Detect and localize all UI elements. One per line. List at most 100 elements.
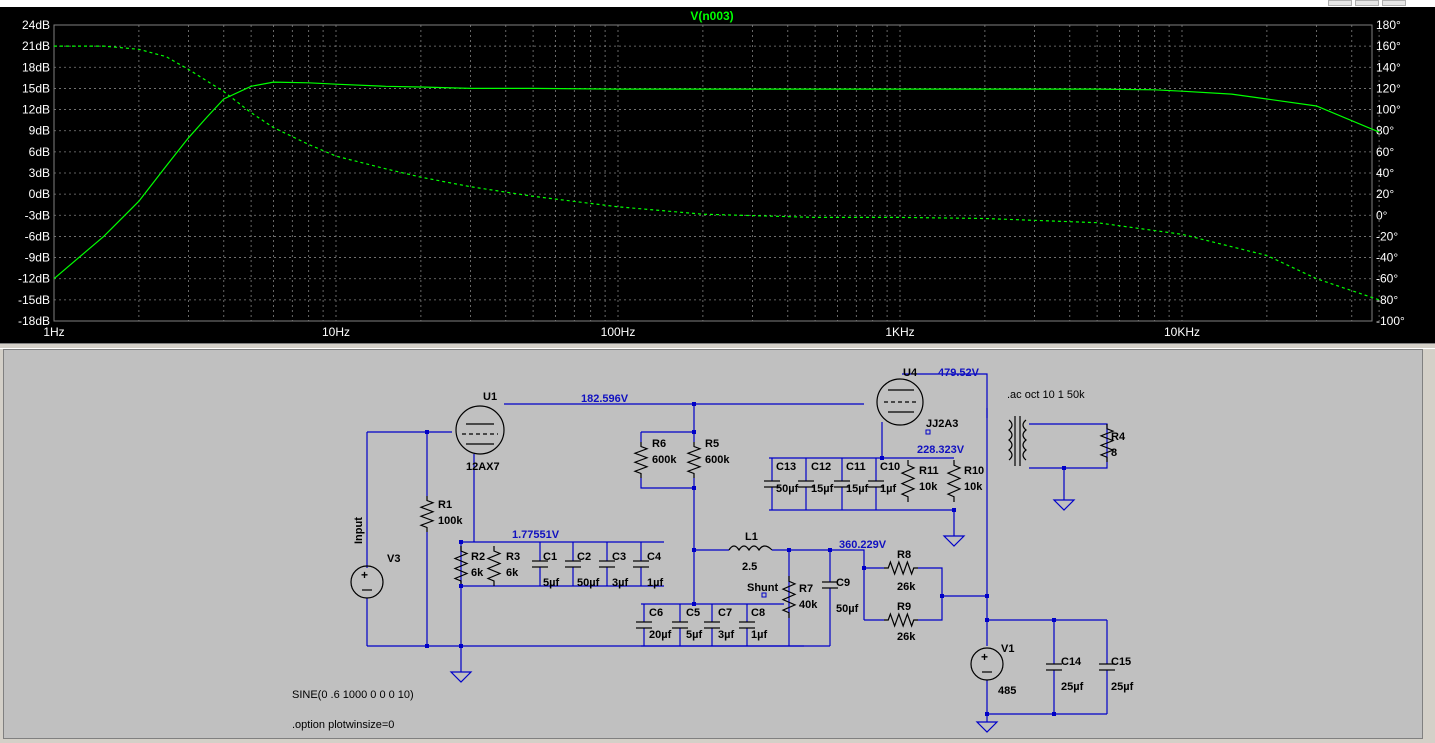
capacitor-c8-value: 1µf [751,629,767,641]
capacitor-c7-label: C7 [718,607,732,619]
inductor-l1[interactable]: L1 2.5 [728,531,773,573]
source-v1[interactable]: + V1 485 [970,643,1016,697]
right-tick-label: -20° [1376,229,1398,243]
option-directive[interactable]: .option plotwinsize=0 [292,719,394,731]
resistor-r2[interactable] [453,546,469,586]
x-tick-label: 10Hz [322,325,350,339]
magnitude-trace[interactable] [53,81,1380,280]
output-transformer[interactable] [1008,416,1027,466]
resistor-r3-value: 6k [506,567,519,579]
l1-label: L1 [745,531,758,543]
svg-text:+: + [981,650,988,664]
resistor-r6-label: R6 [652,438,666,450]
capacitor-c3-label: C3 [612,551,626,563]
resistor-r8-label: R8 [897,549,911,561]
source-v3[interactable]: + V3 Input [350,517,400,599]
v1-value: 485 [998,685,1016,697]
resistor-r7-label: R7 [799,583,813,595]
voltage-label-182[interactable]: 182.596V [581,393,629,405]
resistor-r11-value: 10k [919,481,938,493]
left-axis-ticks: 24dB21dB18dB15dB12dB9dB6dB3dB0dB-3dB-6dB… [18,18,50,328]
u1-model: 12AX7 [466,461,500,473]
right-tick-label: 120° [1376,81,1401,95]
pane-splitter[interactable] [0,343,1435,349]
resistor-r5-value: 600k [705,454,730,466]
plot-grid [53,24,1380,322]
right-tick-label: -100° [1376,314,1405,328]
u1-label: U1 [483,391,497,403]
bode-plot[interactable]: 24dB21dB18dB15dB12dB9dB6dB3dB0dB-3dB-6dB… [0,7,1435,343]
left-tick-label: 3dB [29,166,50,180]
capacitor-c10-label: C10 [880,461,900,473]
sine-source-spec[interactable]: SINE(0 .6 1000 0 0 0 10) [292,689,414,701]
right-tick-label: -80° [1376,293,1398,307]
capacitor-c3-value: 3µf [612,577,628,589]
resistor-r8[interactable] [884,560,918,576]
capacitor-c5-label: C5 [686,607,700,619]
capacitor-c11-value: 15µf [846,483,869,495]
capacitor-c15-label: C15 [1111,656,1131,668]
phase-trace[interactable] [54,45,1380,301]
capacitors[interactable]: C15µfC250µfC33µfC41µfC55µfC620µfC73µfC81… [532,458,1134,693]
x-tick-label: 100Hz [601,325,636,339]
left-tick-label: 24dB [22,18,50,32]
resistors[interactable]: R1100kR26kR36kR6600kR5600kR740kR1110kR10… [419,424,1126,643]
capacitor-c2-value: 50µf [577,577,600,589]
voltage-label-1-77[interactable]: 1.77551V [512,529,560,541]
resistor-r7[interactable] [781,576,797,618]
minimize-button[interactable] [1328,0,1352,6]
left-tick-label: 0dB [29,187,50,201]
left-tick-label: -9dB [25,251,50,265]
resistor-r9[interactable] [884,612,918,628]
close-button[interactable] [1382,0,1406,6]
resistor-r2-value: 6k [471,567,484,579]
x-tick-label: 1KHz [885,325,914,339]
trace-label[interactable]: V(n003) [690,9,733,23]
shunt-net-label[interactable]: Shunt [747,582,778,594]
resistor-r11[interactable] [900,460,916,502]
resistor-r5[interactable] [686,442,702,478]
resistor-r3[interactable] [486,546,502,586]
right-tick-label: 160° [1376,39,1401,53]
ac-directive[interactable]: .ac oct 10 1 50k [1007,389,1085,401]
resistor-r9-label: R9 [897,601,911,613]
resistor-r3-label: R3 [506,551,520,563]
maximize-button[interactable] [1355,0,1379,6]
resistor-r10-value: 10k [964,481,983,493]
resistor-r6[interactable] [633,442,649,478]
resistor-r10-label: R10 [964,465,984,477]
capacitor-c9-value: 50µf [836,603,859,615]
tube-u1[interactable]: U1 12AX7 [455,391,505,473]
voltage-label-479[interactable]: 479.52V [938,367,980,379]
resistor-r1[interactable] [419,496,435,532]
right-tick-label: -40° [1376,251,1398,265]
capacitor-c10-value: 1µf [880,483,896,495]
right-tick-label: 140° [1376,60,1401,74]
left-tick-label: 9dB [29,124,50,138]
x-tick-label: 1Hz [43,325,64,339]
left-tick-label: -3dB [25,208,50,222]
tube-u4[interactable]: U4 JJ2A3 [876,367,958,430]
voltage-label-360[interactable]: 360.229V [839,539,887,551]
capacitor-c1-label: C1 [543,551,557,563]
resistor-r2-label: R2 [471,551,485,563]
ground-symbols [449,492,1076,733]
wires [366,373,1108,715]
capacitor-c13-value: 50µf [776,483,799,495]
capacitor-c6-value: 20µf [649,629,672,641]
capacitor-c5-value: 5µf [686,629,702,641]
left-tick-label: -18dB [18,314,50,328]
v3-label: V3 [387,553,400,565]
schematic-canvas[interactable]: U1 12AX7 U4 JJ2A3 R1100kR26kR36kR6600kR5… [4,350,1422,738]
resistor-r6-value: 600k [652,454,677,466]
left-tick-label: -15dB [18,293,50,307]
capacitor-c11-label: C11 [846,461,866,473]
voltage-label-228[interactable]: 228.323V [917,444,965,456]
v1-label: V1 [1001,643,1014,655]
u4-label: U4 [903,367,918,379]
resistor-r10[interactable] [946,460,962,502]
resistor-r4-value: 8 [1111,447,1117,459]
resistor-r4[interactable] [1099,424,1115,462]
